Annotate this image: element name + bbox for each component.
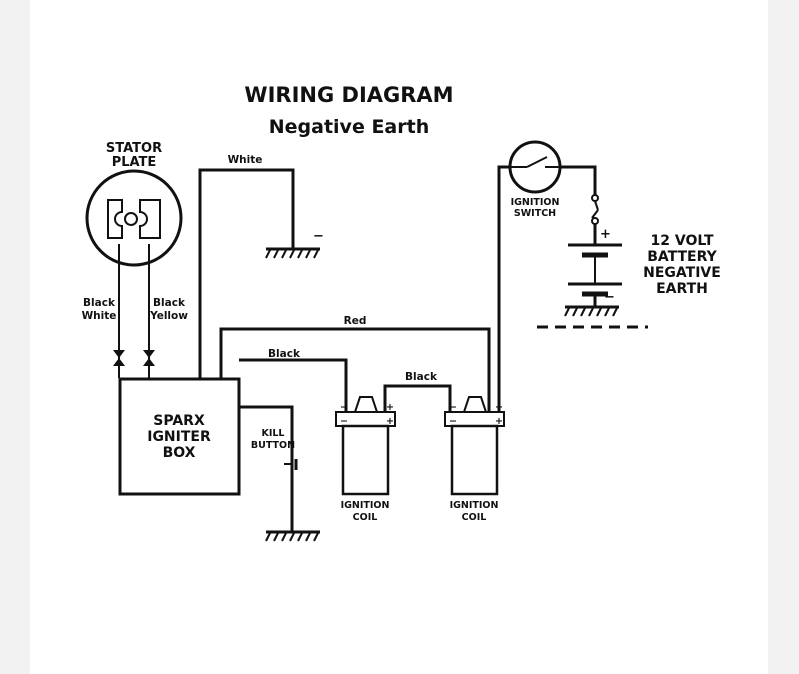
coil2-label-2: COIL bbox=[462, 512, 487, 523]
ignition-coil-1: − + − + bbox=[335, 396, 396, 496]
white-wire-label: White bbox=[228, 154, 263, 166]
battery-label-3: NEGATIVE bbox=[643, 265, 721, 281]
battery-minus-symbol: − bbox=[604, 290, 615, 305]
coil2-label-1: IGNITION bbox=[450, 500, 499, 511]
earth-minus-symbol: − bbox=[313, 229, 324, 244]
diagram-sheet bbox=[30, 0, 768, 674]
ignition-switch-symbol[interactable] bbox=[508, 140, 562, 194]
svg-text:+: + bbox=[386, 416, 394, 427]
kill-wire-top bbox=[239, 405, 294, 457]
earth-symbol-bottom bbox=[265, 530, 320, 542]
svg-text:+: + bbox=[386, 402, 394, 413]
ignition-coil-2: − + − + bbox=[444, 396, 505, 496]
svg-text:−: − bbox=[340, 402, 348, 413]
white-wire bbox=[198, 168, 295, 379]
kill-label-2: BUTTON bbox=[251, 440, 295, 451]
igniter-box bbox=[118, 377, 241, 496]
battery-feed-wire bbox=[560, 165, 597, 195]
earth-symbol-top bbox=[265, 247, 320, 259]
igniter-label-2: IGNITER bbox=[147, 429, 211, 445]
red-wire bbox=[219, 327, 491, 412]
black-wire-box-label: Black bbox=[268, 348, 301, 360]
switch-feed-wire bbox=[497, 165, 510, 412]
black-yellow-label-2: Yellow bbox=[149, 310, 188, 322]
svg-text:−: − bbox=[340, 416, 348, 427]
red-wire-label: Red bbox=[344, 315, 367, 327]
battery-symbol bbox=[568, 243, 622, 306]
coil1-label-2: COIL bbox=[353, 512, 378, 523]
black-wire-coils bbox=[383, 384, 452, 412]
connector-symbols bbox=[113, 350, 155, 366]
svg-text:−: − bbox=[449, 402, 457, 413]
black-white-label-2: White bbox=[82, 310, 117, 322]
earth-symbol-battery bbox=[564, 305, 619, 317]
stator-label-2: PLATE bbox=[112, 155, 157, 170]
diagram-title: WIRING DIAGRAM bbox=[244, 83, 453, 107]
svg-text:−: − bbox=[449, 416, 457, 427]
black-white-label-1: Black bbox=[83, 297, 116, 309]
coil1-label-1: IGNITION bbox=[341, 500, 390, 511]
fuse-symbol bbox=[591, 194, 599, 225]
black-wire-box bbox=[239, 358, 348, 412]
kill-button-symbol[interactable] bbox=[284, 457, 298, 472]
switch-label-2: SWITCH bbox=[514, 208, 556, 219]
battery-plus-symbol: + bbox=[600, 227, 611, 242]
battery-label-4: EARTH bbox=[656, 281, 708, 297]
stator-label-1: STATOR bbox=[106, 141, 162, 156]
igniter-label-3: BOX bbox=[163, 445, 196, 461]
battery-label-2: BATTERY bbox=[647, 249, 717, 265]
battery-label-1: 12 VOLT bbox=[651, 233, 714, 249]
stator-plate-symbol bbox=[85, 169, 183, 267]
black-wire-coils-label: Black bbox=[405, 371, 438, 383]
igniter-label-1: SPARX bbox=[153, 413, 205, 429]
switch-label-1: IGNITION bbox=[511, 197, 560, 208]
svg-text:+: + bbox=[495, 416, 503, 427]
black-yellow-label-1: Black bbox=[153, 297, 186, 309]
kill-label-1: KILL bbox=[261, 428, 284, 439]
diagram-subtitle: Negative Earth bbox=[269, 116, 429, 138]
